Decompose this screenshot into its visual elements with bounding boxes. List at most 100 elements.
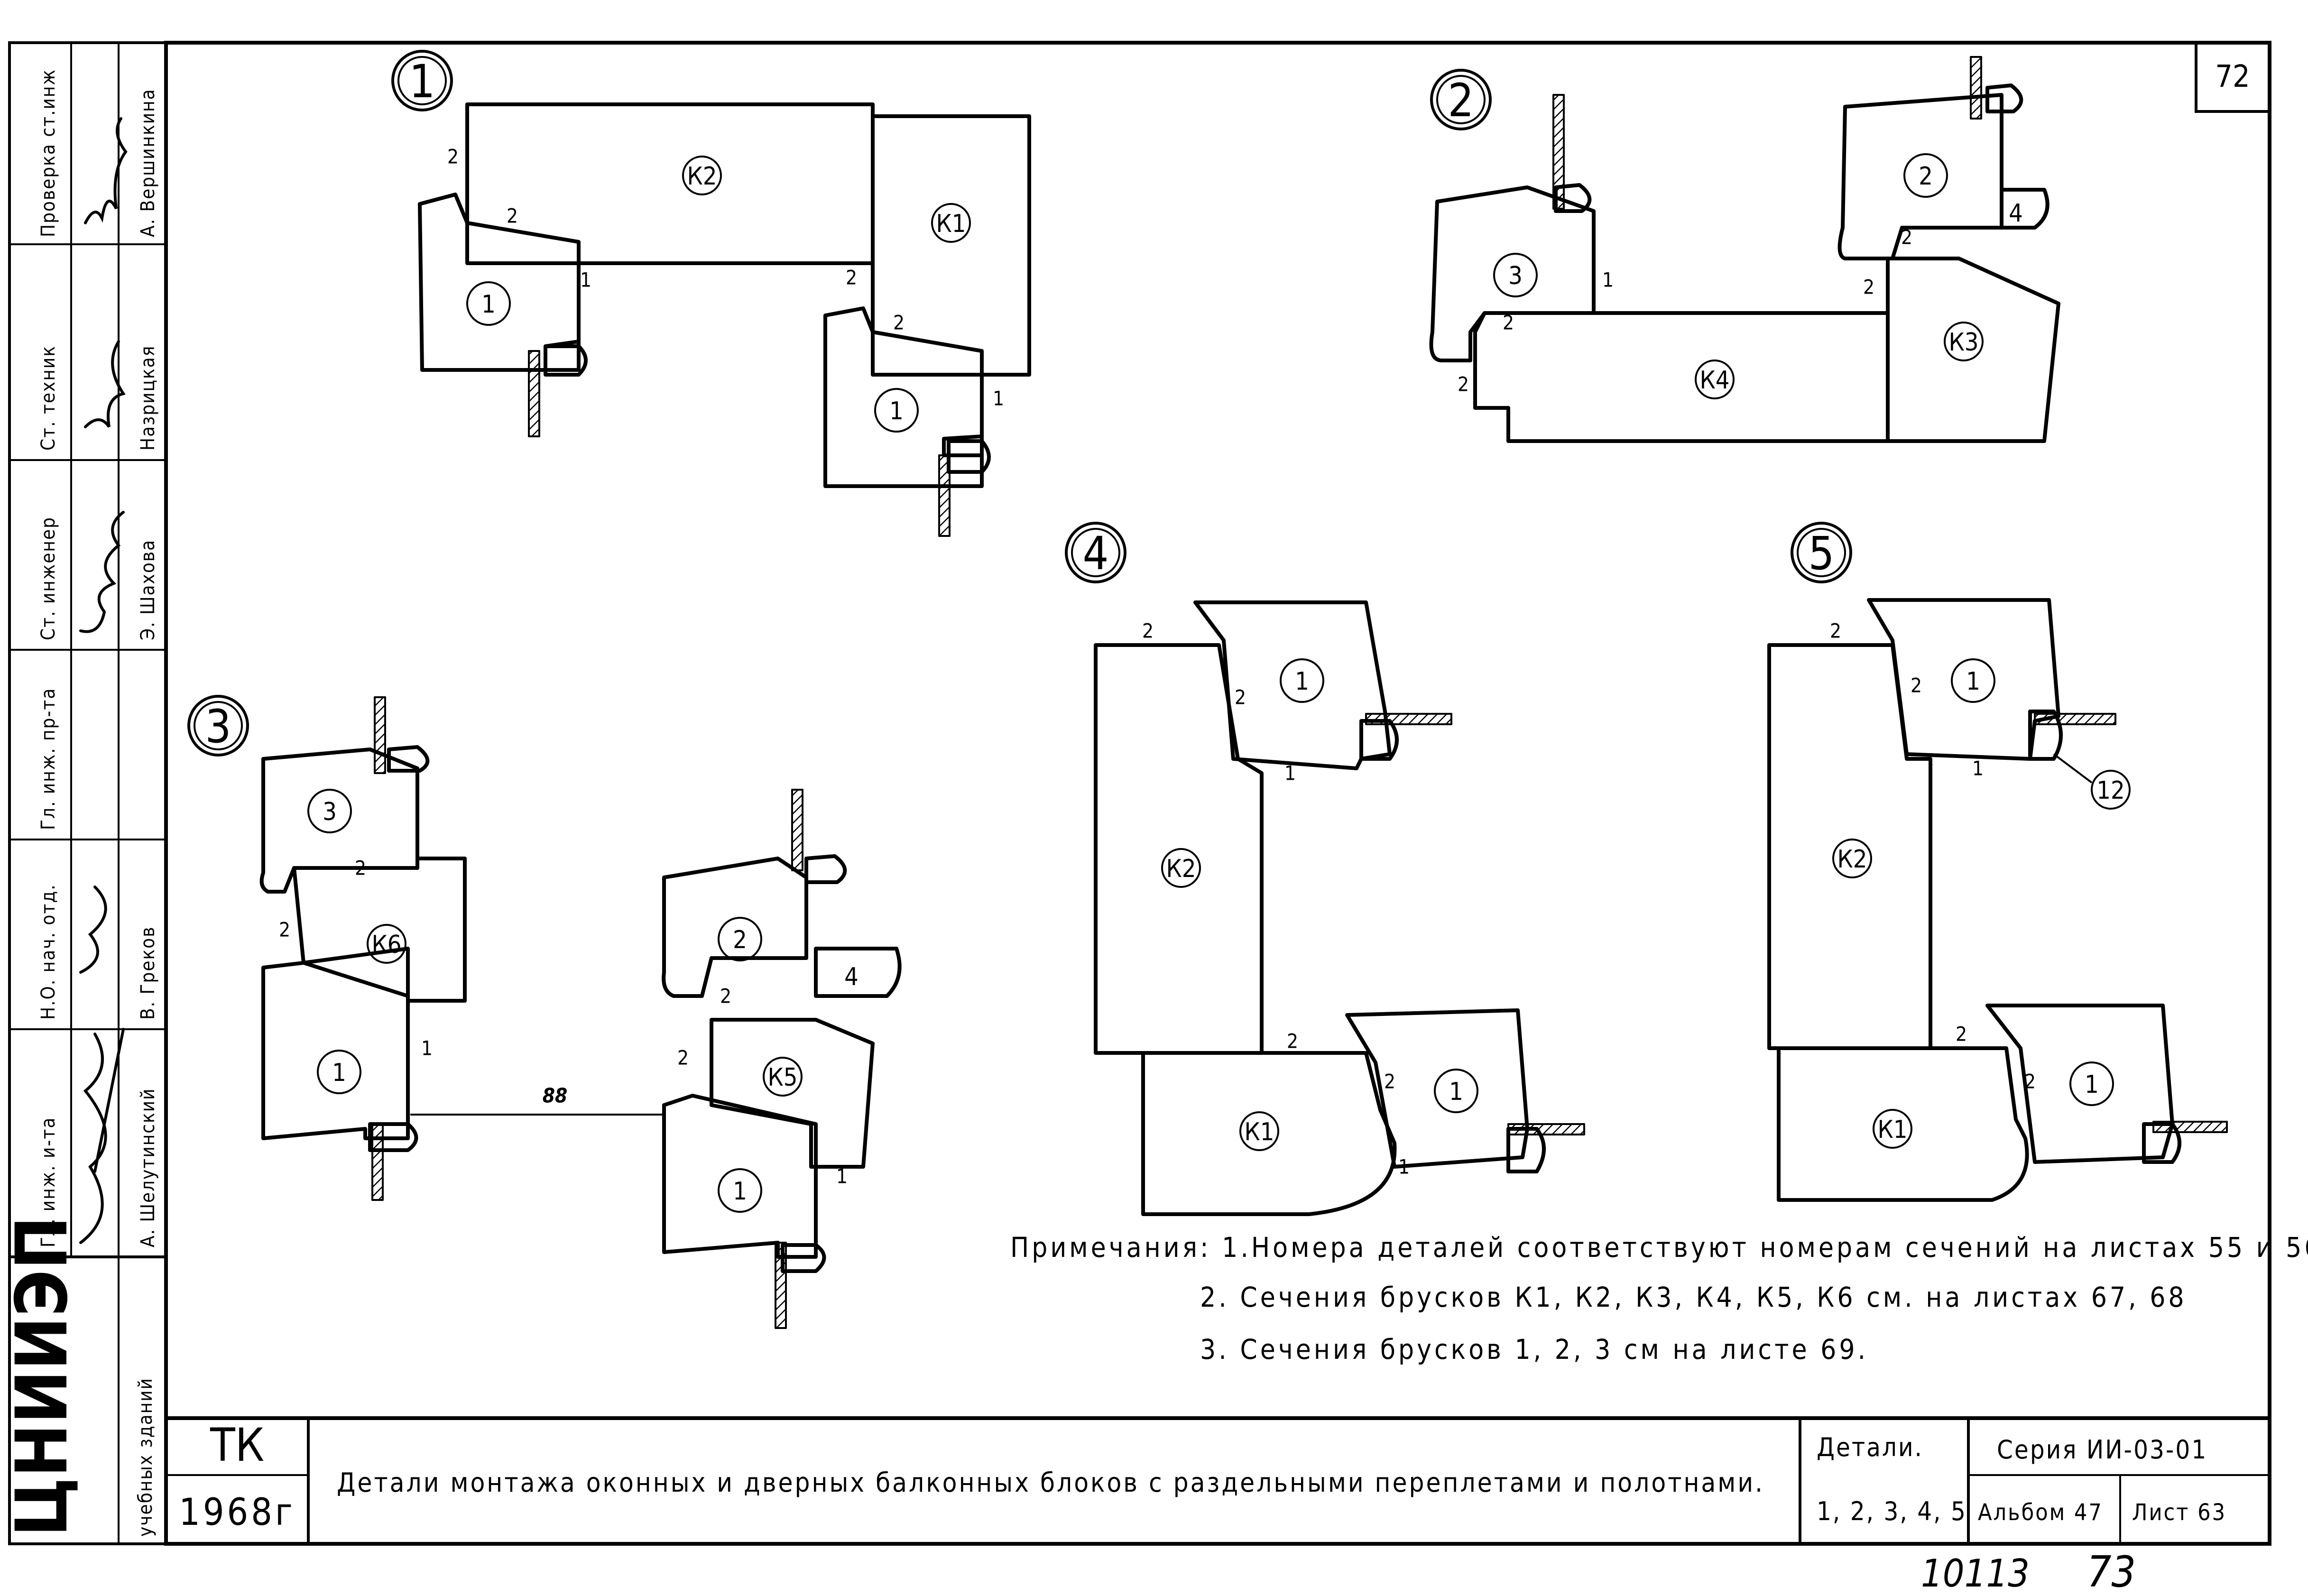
d4-p1b: 1 bbox=[1449, 1078, 1463, 1106]
detail-2-part4 bbox=[2000, 188, 2050, 230]
d4-p1a: 1 bbox=[1295, 667, 1309, 696]
d5-p12: 12 bbox=[2096, 776, 2125, 805]
detail-2-k4-block bbox=[1473, 311, 1890, 443]
detail-3-sash-bottom bbox=[261, 961, 410, 1140]
d5-dim-2c: 2 bbox=[1956, 1023, 1967, 1046]
detail-5-sash-bottom bbox=[1985, 1004, 2174, 1164]
d2-p2: 2 bbox=[1919, 162, 1933, 191]
d1-dim-2d: 2 bbox=[893, 311, 905, 334]
detail-5-sash-top bbox=[1867, 598, 2060, 761]
archive-number: 10113 bbox=[1921, 1551, 2030, 1596]
detail-3: 3 3 К6 1 2 2 1 88 2 4 К5 1 2 2 bbox=[187, 695, 902, 1329]
d5-dim-2b: 2 bbox=[1911, 674, 1922, 697]
detail-3-sash-right-bottom bbox=[662, 1094, 818, 1259]
stamp-role-1: Проверка ст.инж bbox=[37, 69, 59, 237]
d2-dim-2a: 2 bbox=[1503, 311, 1514, 334]
stamp-name-5: В. Греков bbox=[137, 926, 159, 1020]
stamp-role-4: Гл. инж. пр-та bbox=[37, 688, 59, 830]
detail-5-number: 5 bbox=[1809, 527, 1835, 580]
d3-dim-2c: 2 bbox=[720, 985, 731, 1008]
notes: Примечания: 1.Номера деталей соответству… bbox=[1010, 1231, 2308, 1365]
title-block-title: Детали монтажа оконных и дверных балконн… bbox=[337, 1467, 1764, 1498]
d3-dim-2b: 2 bbox=[279, 918, 290, 941]
d2-p4: 4 bbox=[2009, 199, 2023, 228]
detail-2-number: 2 bbox=[1448, 74, 1474, 127]
d4-k2: К2 bbox=[1166, 855, 1196, 883]
page-number-box: 72 bbox=[2195, 41, 2271, 113]
title-block-details-label: Детали. bbox=[1817, 1432, 1923, 1462]
d2-p3: 3 bbox=[1508, 262, 1523, 290]
title-block-sheet: Лист 63 bbox=[2132, 1499, 2226, 1526]
d3-dim-1b: 1 bbox=[836, 1165, 848, 1188]
detail-1-sash-left bbox=[418, 193, 581, 372]
stamp-institute: ЦНИИЭП bbox=[1, 1216, 83, 1537]
d2-dim-2c: 2 bbox=[1863, 276, 1874, 299]
d1-dim-2a: 2 bbox=[447, 145, 459, 168]
d1-k1: К1 bbox=[936, 210, 966, 238]
detail-3-part4 bbox=[814, 947, 902, 998]
d4-dim-2d: 2 bbox=[1384, 1070, 1395, 1093]
detail-4-k1-block bbox=[1141, 1051, 1397, 1216]
d4-dim-1b: 1 bbox=[1398, 1155, 1410, 1179]
detail-1: 1 К2 К1 1 1 2 2 1 2 2 1 bbox=[391, 50, 1031, 537]
d3-k5: К5 bbox=[768, 1063, 798, 1092]
detail-1-number: 1 bbox=[409, 55, 435, 108]
d5-dim-2d: 2 bbox=[2024, 1070, 2036, 1093]
note-line-3: 3. Сечения брусков 1, 2, 3 см на листе 6… bbox=[1200, 1333, 1868, 1365]
d4-dim-2c: 2 bbox=[1287, 1030, 1298, 1053]
signatures bbox=[79, 117, 128, 1244]
d1-p1a: 1 bbox=[481, 290, 496, 319]
detail-1-k1-block bbox=[871, 114, 1031, 377]
detail-4-number: 4 bbox=[1083, 527, 1109, 580]
stamp-role-5: Н.О. нач. отд. bbox=[37, 884, 59, 1020]
detail-3-k5-block bbox=[710, 1018, 875, 1169]
d5-k2: К2 bbox=[1837, 845, 1867, 874]
detail-1-k2-block bbox=[465, 102, 875, 265]
d3-dim-2d: 2 bbox=[677, 1046, 689, 1070]
d2-k3: К3 bbox=[1949, 328, 1979, 357]
stamp-role-2: Ст. техник bbox=[37, 345, 59, 451]
d4-dim-2b: 2 bbox=[1235, 686, 1246, 709]
d3-k6: К6 bbox=[372, 931, 402, 959]
d3-p3: 3 bbox=[323, 798, 337, 826]
detail-4-k2-block bbox=[1094, 643, 1264, 1055]
d3-p2: 2 bbox=[733, 926, 747, 954]
d3-dim-1a: 1 bbox=[421, 1037, 433, 1060]
archive-page: 73 bbox=[2087, 1547, 2136, 1596]
side-stamp: Проверка ст.инж А. Вершинкина Ст. техник… bbox=[1, 41, 167, 1545]
detail-5-k1-block bbox=[1777, 1046, 2029, 1202]
title-block-album: Альбом 47 bbox=[1978, 1499, 2103, 1526]
detail-3-k6-block bbox=[292, 857, 467, 1003]
d5-p1b: 1 bbox=[2085, 1070, 2099, 1099]
detail-5: 5 1 12 К2 К1 1 2 2 1 2 2 bbox=[1767, 522, 2228, 1202]
d1-dim-1b: 1 bbox=[993, 387, 1004, 410]
d1-p1b: 1 bbox=[889, 397, 904, 425]
d3-p4: 4 bbox=[844, 963, 859, 991]
d5-dim-2a: 2 bbox=[1830, 619, 1841, 643]
detail-2-sash-right bbox=[1837, 93, 2003, 260]
detail-3-sash-right-top bbox=[662, 857, 808, 998]
sheet-frame bbox=[164, 41, 2271, 1546]
stamp-institute-sub: учебных зданий bbox=[135, 1377, 157, 1537]
d1-dim-2c: 2 bbox=[846, 266, 857, 289]
stamp-role-3: Ст. инженер bbox=[37, 517, 59, 640]
note-line-1: Примечания: 1.Номера деталей соответству… bbox=[1010, 1231, 2308, 1264]
d5-dim-1a: 1 bbox=[1972, 757, 1984, 780]
detail-4-sash-bottom bbox=[1345, 1008, 1529, 1169]
d3-dim-2a: 2 bbox=[355, 857, 366, 880]
stamp-name-3: Э. Шахова bbox=[137, 539, 159, 640]
d4-dim-1a: 1 bbox=[1284, 762, 1296, 785]
d4-k1: К1 bbox=[1245, 1118, 1274, 1146]
d5-k1: К1 bbox=[1878, 1116, 1908, 1144]
title-block-code: ТК bbox=[210, 1419, 264, 1472]
stamp-name-6: А. Шелутинский bbox=[137, 1088, 159, 1247]
stamp-name-1: А. Вершинкина bbox=[137, 88, 159, 237]
stamp-role-6: Гл. инж. и-та bbox=[37, 1117, 59, 1247]
stamp-name-2: Назрицкая bbox=[137, 345, 159, 451]
d2-dim-1: 1 bbox=[1602, 268, 1614, 292]
detail-4: 4 1 К2 К1 1 2 2 1 2 2 1 bbox=[1065, 522, 1585, 1216]
page-number: 72 bbox=[2215, 59, 2250, 94]
d4-dim-2a: 2 bbox=[1142, 619, 1154, 643]
detail-2-k3-block bbox=[1886, 257, 2060, 443]
